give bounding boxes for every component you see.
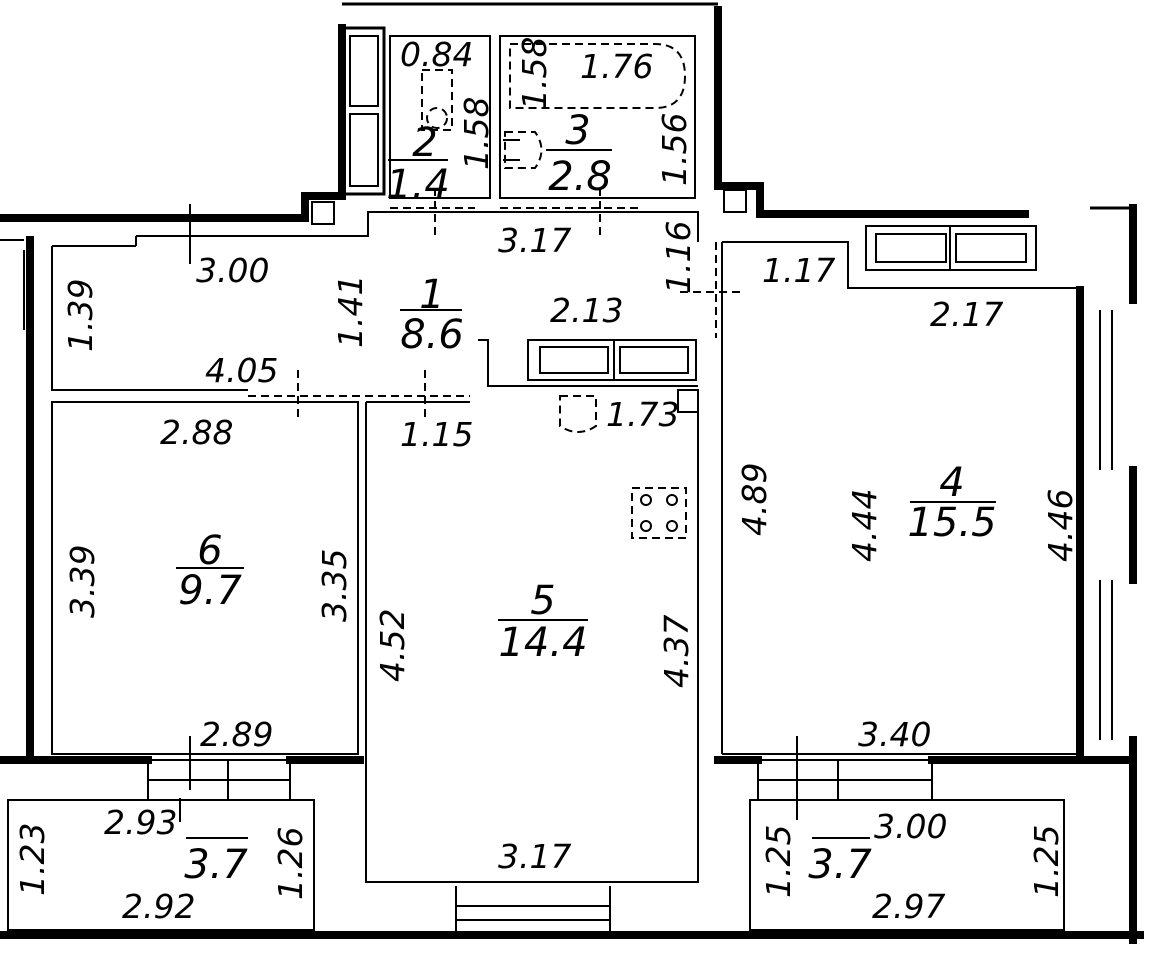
dim-label: 1.41 [331,275,370,348]
dim-label: 3.00 [874,807,947,846]
wet-rooms [311,26,747,236]
room-3-number: 3 [565,108,590,154]
dim-label: 2.97 [872,887,945,926]
dim-label: 1.58 [457,97,496,170]
dim-label: 2.92 [122,887,195,926]
dim-label: 1.25 [759,825,798,898]
balcony-right-area: 3.7 [808,842,872,888]
dim-label: 2.89 [200,715,273,754]
dim-label: 2.17 [930,295,1003,334]
dim-label: 3.35 [315,549,354,622]
kitchen [365,389,699,935]
dim-label: 1.56 [655,113,694,186]
room-6-number: 6 [197,528,222,574]
dim-label: 3.00 [196,251,269,290]
room-4-area: 15.5 [907,500,996,546]
dimension-labels: 0.84 1.58 1.58 1.76 1.56 3.00 3.17 1.16 … [13,35,1080,926]
living-room [721,225,1080,755]
dim-label: 4.05 [205,351,278,390]
hall [51,204,742,420]
dim-label: 1.16 [659,221,698,294]
room-6-area: 9.7 [178,568,242,614]
room-2-area: 1.4 [386,162,450,208]
dim-label: 4.52 [373,609,412,682]
dim-label: 4.89 [735,463,774,536]
dim-label: 1.15 [400,415,473,454]
dim-label: 2.93 [104,803,177,842]
balconies [7,736,1065,931]
dim-label: 1.58 [515,37,554,110]
dim-label: 1.73 [606,395,679,434]
dim-label: 1.25 [1027,825,1066,898]
room-5-area: 14.4 [498,620,587,666]
dim-label: 4.37 [657,615,696,688]
dim-label: 3.17 [498,837,571,876]
dim-label: 3.17 [498,221,571,260]
dim-label: 1.23 [13,823,52,896]
room-1-area: 8.6 [400,312,464,358]
dim-label: 2.88 [160,413,233,452]
dim-label: 4.44 [845,489,884,562]
dim-label: 0.84 [400,35,473,74]
balcony-left-area: 3.7 [184,842,248,888]
dim-label: 1.26 [271,827,310,900]
dim-label: 1.39 [61,279,100,352]
walls [0,2,1144,944]
room-labels: 1 8.6 2 1.4 3 2.8 4 15.5 5 14.4 6 9.7 3.… [176,108,997,888]
room-5-number: 5 [530,578,555,624]
dim-label: 3.39 [63,545,102,618]
dim-label: 3.40 [858,715,931,754]
dim-label: 1.76 [580,47,653,86]
dim-label: 2.13 [550,291,623,330]
room-3-area: 2.8 [548,154,612,200]
dim-label: 4.46 [1041,489,1080,562]
room-4-number: 4 [939,460,964,506]
dim-label: 1.17 [762,251,835,290]
room-2-number: 2 [412,120,437,166]
